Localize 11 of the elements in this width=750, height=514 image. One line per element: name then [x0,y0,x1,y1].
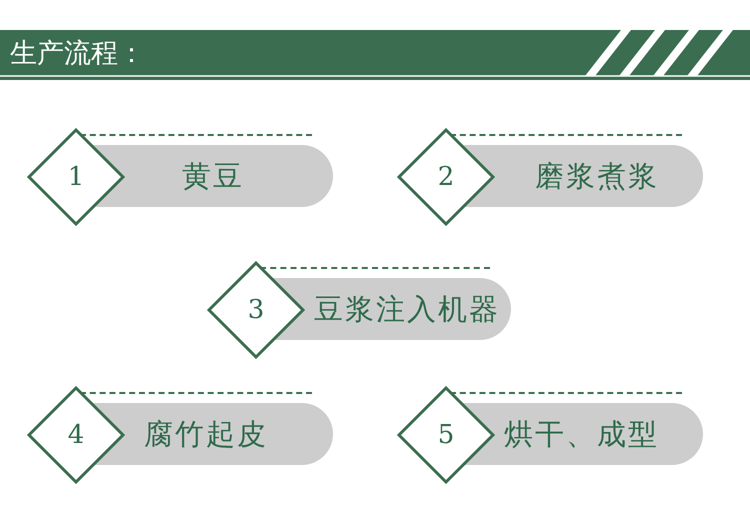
step-label: 豆浆注入机器 [314,291,500,328]
step-label: 烘干、成型 [504,416,659,453]
step-label: 黄豆 [182,158,244,195]
step-number: 2 [436,161,456,194]
step-number: 4 [66,419,86,452]
step-label: 腐竹起皮 [144,416,268,453]
step-number: 3 [246,294,266,327]
step-label: 磨浆煮浆 [535,158,659,195]
step-number: 1 [66,161,86,194]
step-number: 5 [436,419,456,452]
title: 生产流程： [10,37,145,71]
